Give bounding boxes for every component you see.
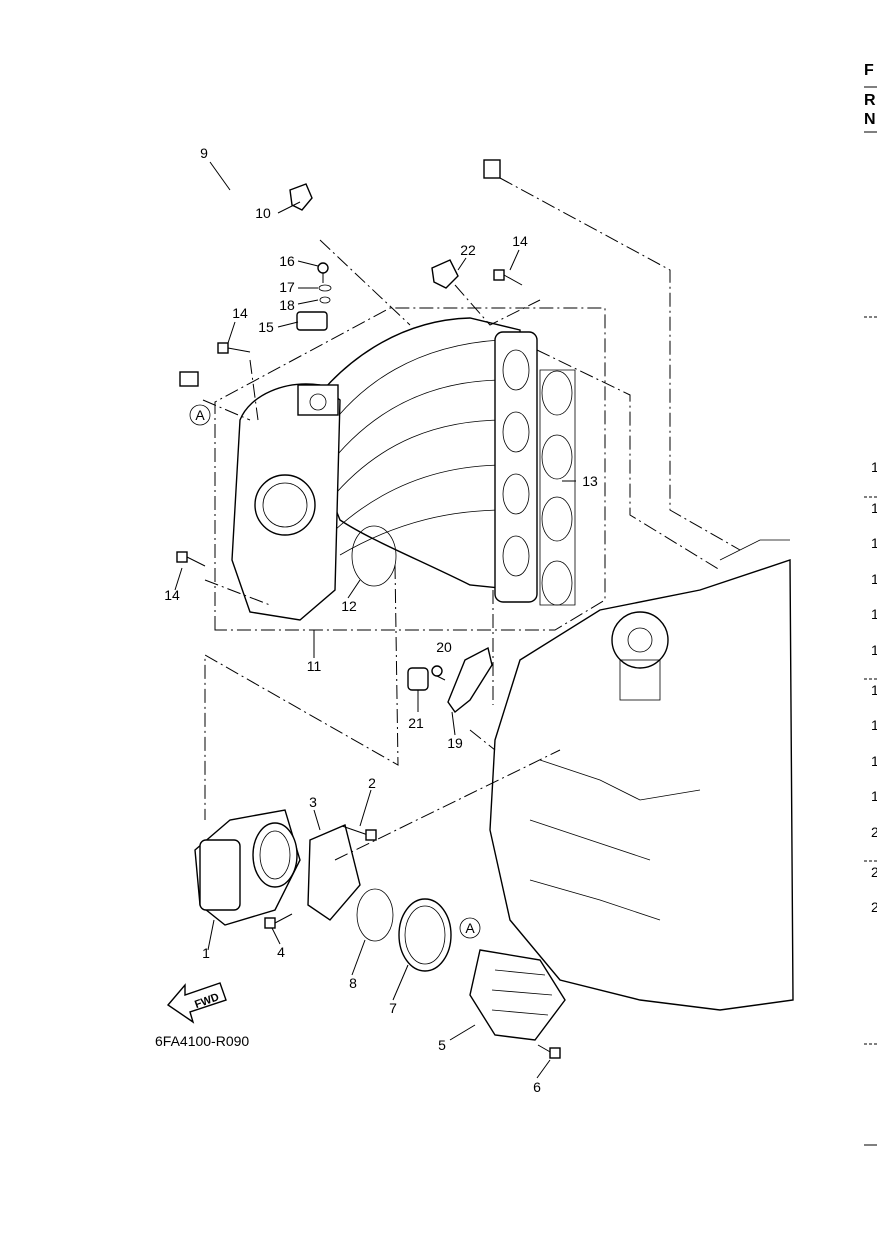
- callout-19: 19: [447, 735, 463, 751]
- edge-fragment-1a: 1: [871, 459, 877, 475]
- callout-7: 7: [389, 1000, 397, 1016]
- o-ring: [351, 525, 397, 587]
- edge-fragment-f: F: [864, 62, 874, 79]
- reference-marker-a-bottom: A: [459, 917, 481, 939]
- flange-gasket: [539, 369, 576, 606]
- leader-lines: [174, 161, 741, 1079]
- edge-fragment-1g: 1: [871, 682, 877, 698]
- callout-22: 22: [460, 242, 476, 258]
- intake-manifold: [231, 317, 538, 621]
- callout-3: 3: [309, 794, 317, 810]
- edge-fragment-r: R: [864, 92, 876, 109]
- callout-15: 15: [258, 319, 274, 335]
- callout-4: 4: [277, 944, 285, 960]
- callout-14-upper-right: 14: [512, 233, 528, 249]
- callout-2: 2: [368, 775, 376, 791]
- callout-labels: 1 2 3 4 5 6 7 8 9 10 11 12 13 14 14 14 1…: [164, 145, 598, 1095]
- callout-13: 13: [582, 473, 598, 489]
- edge-fragment-1b: 1: [871, 500, 877, 516]
- right-edge-fragments: F R N 1 1 1 1 1 1 1 1 1 1 2 2 2: [864, 62, 877, 1146]
- edge-fragment-2c: 2: [871, 899, 877, 915]
- edge-fragment-2a: 2: [871, 824, 877, 840]
- throttle-body-group: [194, 809, 566, 1059]
- callout-14-lower-left: 14: [164, 587, 180, 603]
- edge-fragment-1f: 1: [871, 642, 877, 658]
- callout-14-upper-left: 14: [232, 305, 248, 321]
- edge-fragment-1e: 1: [871, 606, 877, 622]
- callout-6: 6: [533, 1079, 541, 1095]
- callout-1: 1: [202, 945, 210, 961]
- callout-11: 11: [307, 658, 322, 674]
- callout-16: 16: [279, 253, 295, 269]
- drawing-code: 6FA4100-R090: [155, 1033, 249, 1049]
- engine-block: [489, 539, 794, 1011]
- callout-5: 5: [438, 1037, 446, 1053]
- edge-fragment-2b: 2: [871, 864, 877, 880]
- small-hardware: [176, 183, 523, 714]
- callout-21: 21: [408, 715, 424, 731]
- breather-hose: [138, 135, 501, 387]
- marker-a-bottom-text: A: [465, 920, 475, 936]
- edge-fragment-1j: 1: [871, 788, 877, 804]
- edge-fragment-n: N: [864, 111, 876, 128]
- assembly-boundary: [214, 307, 606, 631]
- marker-a-top-text: A: [195, 407, 205, 423]
- fwd-arrow-icon: FWD: [166, 982, 227, 1024]
- callout-18: 18: [279, 297, 295, 313]
- callout-12: 12: [341, 598, 357, 614]
- edge-fragment-1h: 1: [871, 717, 877, 733]
- callout-9: 9: [200, 145, 208, 161]
- edge-fragment-1c: 1: [871, 535, 877, 551]
- callout-17: 17: [279, 279, 295, 295]
- callout-20: 20: [436, 639, 452, 655]
- edge-fragment-1i: 1: [871, 753, 877, 769]
- edge-fragment-1d: 1: [871, 571, 877, 587]
- callout-8: 8: [349, 975, 357, 991]
- reference-marker-a-top: A: [189, 404, 211, 426]
- callout-10: 10: [255, 205, 271, 221]
